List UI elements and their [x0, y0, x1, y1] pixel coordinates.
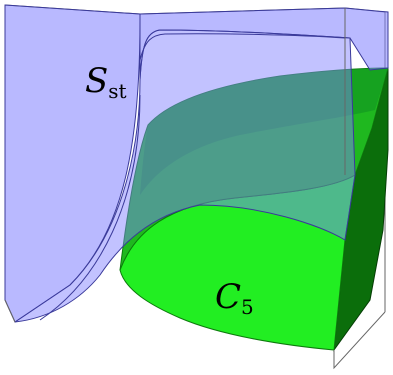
- sst-back-wall: [4, 4, 141, 323]
- c5-top-shade: [140, 68, 388, 195]
- green-solid-c5: [119, 67, 389, 352]
- sst-label-main: S: [85, 61, 108, 101]
- sst-inner-curve: [39, 94, 141, 321]
- sst-top-curve: [139, 33, 346, 61]
- c5-label: C5: [215, 277, 254, 319]
- c5-label-main: C: [215, 277, 241, 317]
- sst-label: Sst: [85, 61, 127, 103]
- bounding-box-front: [4, 8, 386, 370]
- sst-label-sub: st: [108, 79, 126, 103]
- c5-label-sub: 5: [241, 295, 254, 319]
- sst-main-sheet: [14, 29, 356, 323]
- blue-surface-sst: [4, 4, 389, 323]
